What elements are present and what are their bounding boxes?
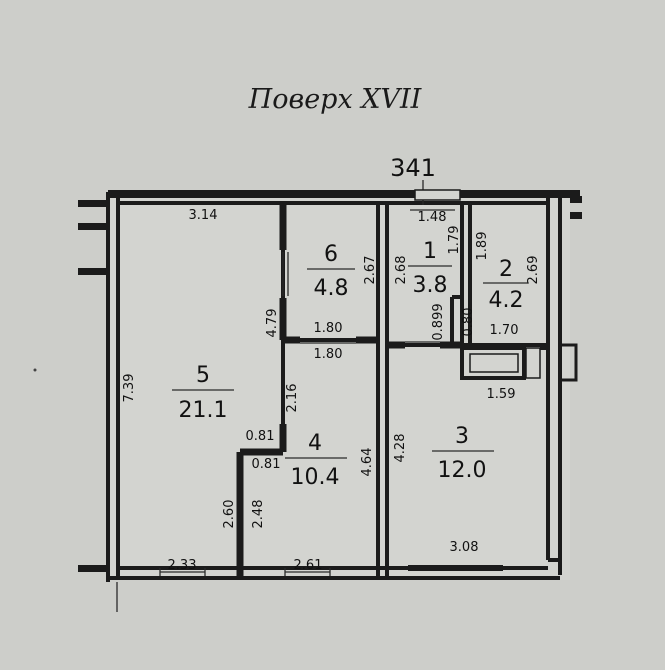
room-5-number: 5	[196, 363, 210, 388]
dim-4-79: 4.79	[265, 309, 280, 338]
dim-2-60: 2.60	[222, 500, 237, 529]
dim-1-59: 1.59	[487, 387, 516, 402]
dim-4-64: 4.64	[360, 448, 375, 477]
entrance-marker	[414, 180, 461, 205]
dimension-labels: 3.14 1.48 1.79 1.89 2.69 2.67 2.68 4.79 …	[122, 208, 541, 573]
dim-3-14: 3.14	[189, 208, 218, 223]
dimension-ticks	[159, 209, 455, 576]
room-3-area: 12.0	[438, 458, 487, 483]
dim-2-68: 2.68	[394, 256, 409, 285]
dim-2-67: 2.67	[363, 256, 378, 285]
left-wall-stubs	[78, 196, 582, 572]
dim-1-89: 1.89	[475, 232, 490, 261]
room-2-number: 2	[499, 257, 513, 282]
dim-0-80: 0.80	[461, 308, 476, 337]
windows	[116, 252, 503, 612]
dim-2-16: 2.16	[285, 384, 300, 413]
dim-1-80-bottom: 1.80	[314, 347, 343, 362]
dim-2-69: 2.69	[526, 256, 541, 285]
room-3-number: 3	[455, 424, 469, 449]
dim-2-48: 2.48	[251, 500, 266, 529]
room-4-area: 10.4	[291, 465, 340, 490]
dim-0-81-bottom: 0.81	[252, 457, 281, 472]
room-2-area: 4.2	[489, 288, 524, 313]
dim-4-28: 4.28	[393, 434, 408, 463]
floor-title: Поверх XVII	[248, 84, 423, 115]
room-1-area: 3.8	[413, 273, 448, 298]
dim-1-79: 1.79	[447, 226, 462, 255]
dim-3-08: 3.08	[450, 540, 479, 555]
dim-1-80-top: 1.80	[314, 321, 343, 336]
dim-0-899: 0.899	[431, 303, 446, 340]
apartment-number: 341	[390, 154, 436, 182]
room-6-number: 6	[324, 242, 338, 267]
dim-2-61: 2.61	[294, 558, 323, 573]
room-4-number: 4	[308, 431, 322, 456]
room-6-area: 4.8	[314, 276, 349, 301]
plan-area	[110, 190, 570, 580]
room-1-number: 1	[423, 239, 437, 264]
dim-1-70: 1.70	[490, 323, 519, 338]
dim-1-48: 1.48	[418, 210, 447, 225]
room-labels: 1 3.8 2 4.2 3 12.0 4 10.4 5 21.1 6 4.8	[172, 239, 528, 490]
dim-0-81-top: 0.81	[246, 429, 275, 444]
stray-mark	[33, 368, 37, 372]
dim-7-39: 7.39	[122, 374, 137, 403]
dim-2-33: 2.33	[168, 558, 197, 573]
interior-walls	[236, 203, 578, 578]
room-5-area: 21.1	[179, 398, 228, 423]
